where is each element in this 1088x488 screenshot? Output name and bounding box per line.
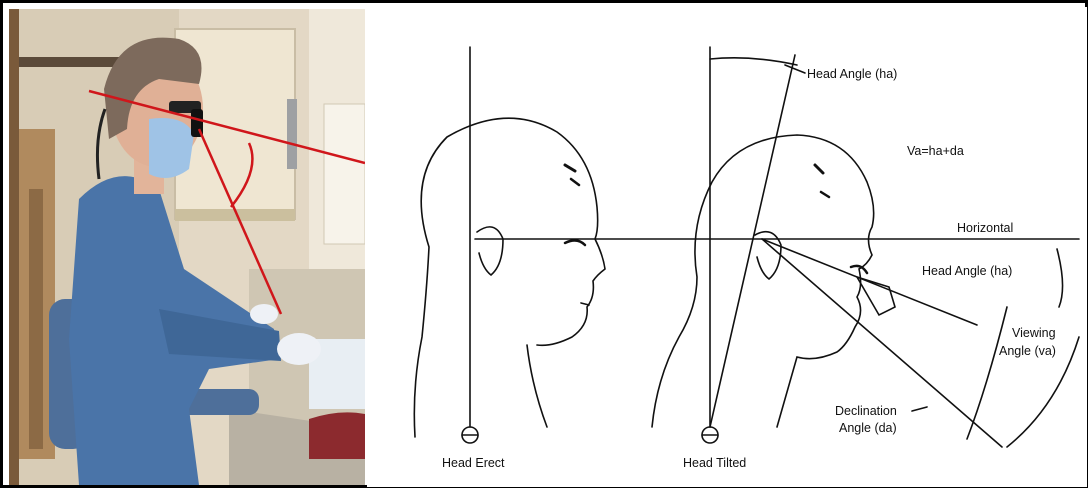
caption-head-erect: Head Erect [442,456,505,470]
label-head-angle-top: Head Angle (ha) [807,67,897,81]
label-viewing-angle-1: Viewing [1012,326,1056,340]
posture-diagram: Head Angle (ha) Va=ha+da Horizontal Head… [367,7,1087,487]
label-viewing-angle-2: Angle (va) [999,344,1056,358]
dentist-photo-illustration [9,9,365,485]
head-erect-figure [414,47,605,443]
caption-head-tilted: Head Tilted [683,456,746,470]
label-horizontal: Horizontal [957,221,1013,235]
posture-diagram-svg: Head Angle (ha) Va=ha+da Horizontal Head… [367,7,1087,487]
dentist-photo [9,9,365,485]
head-tilted-figure [652,47,895,443]
label-equation: Va=ha+da [907,144,964,158]
label-head-angle-right: Head Angle (ha) [922,264,1012,278]
label-declination-1: Declination [835,404,897,418]
label-declination-2: Angle (da) [839,421,897,435]
